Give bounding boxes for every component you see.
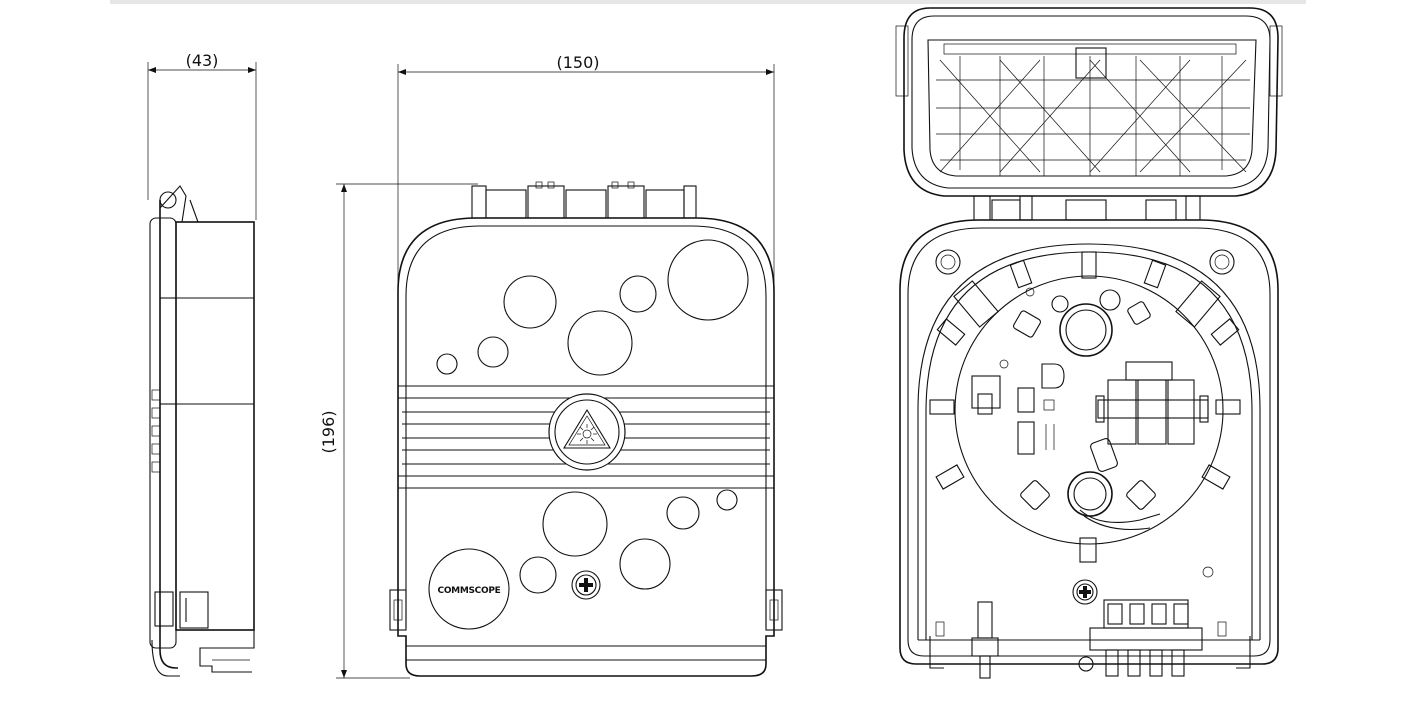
depth-dimension-label: (43)	[186, 51, 219, 70]
height-dimension: (196)	[319, 183, 478, 679]
open-view	[895, 7, 1283, 679]
top-divider-bar	[110, 0, 1306, 4]
width-dimension-label: (150)	[556, 53, 599, 72]
brand-logo-text: COMMSCOPE	[438, 586, 501, 596]
depth-dimension: (43)	[147, 51, 257, 220]
width-dimension: (150)	[397, 53, 775, 290]
side-view: (43)	[147, 51, 257, 677]
front-view: (150) (196)	[319, 53, 783, 679]
front-screw-icon	[571, 570, 601, 600]
base-screw-icon	[1072, 579, 1098, 605]
brand-logo: COMMSCOPE	[428, 548, 510, 630]
height-dimension-label: (196)	[319, 410, 338, 453]
